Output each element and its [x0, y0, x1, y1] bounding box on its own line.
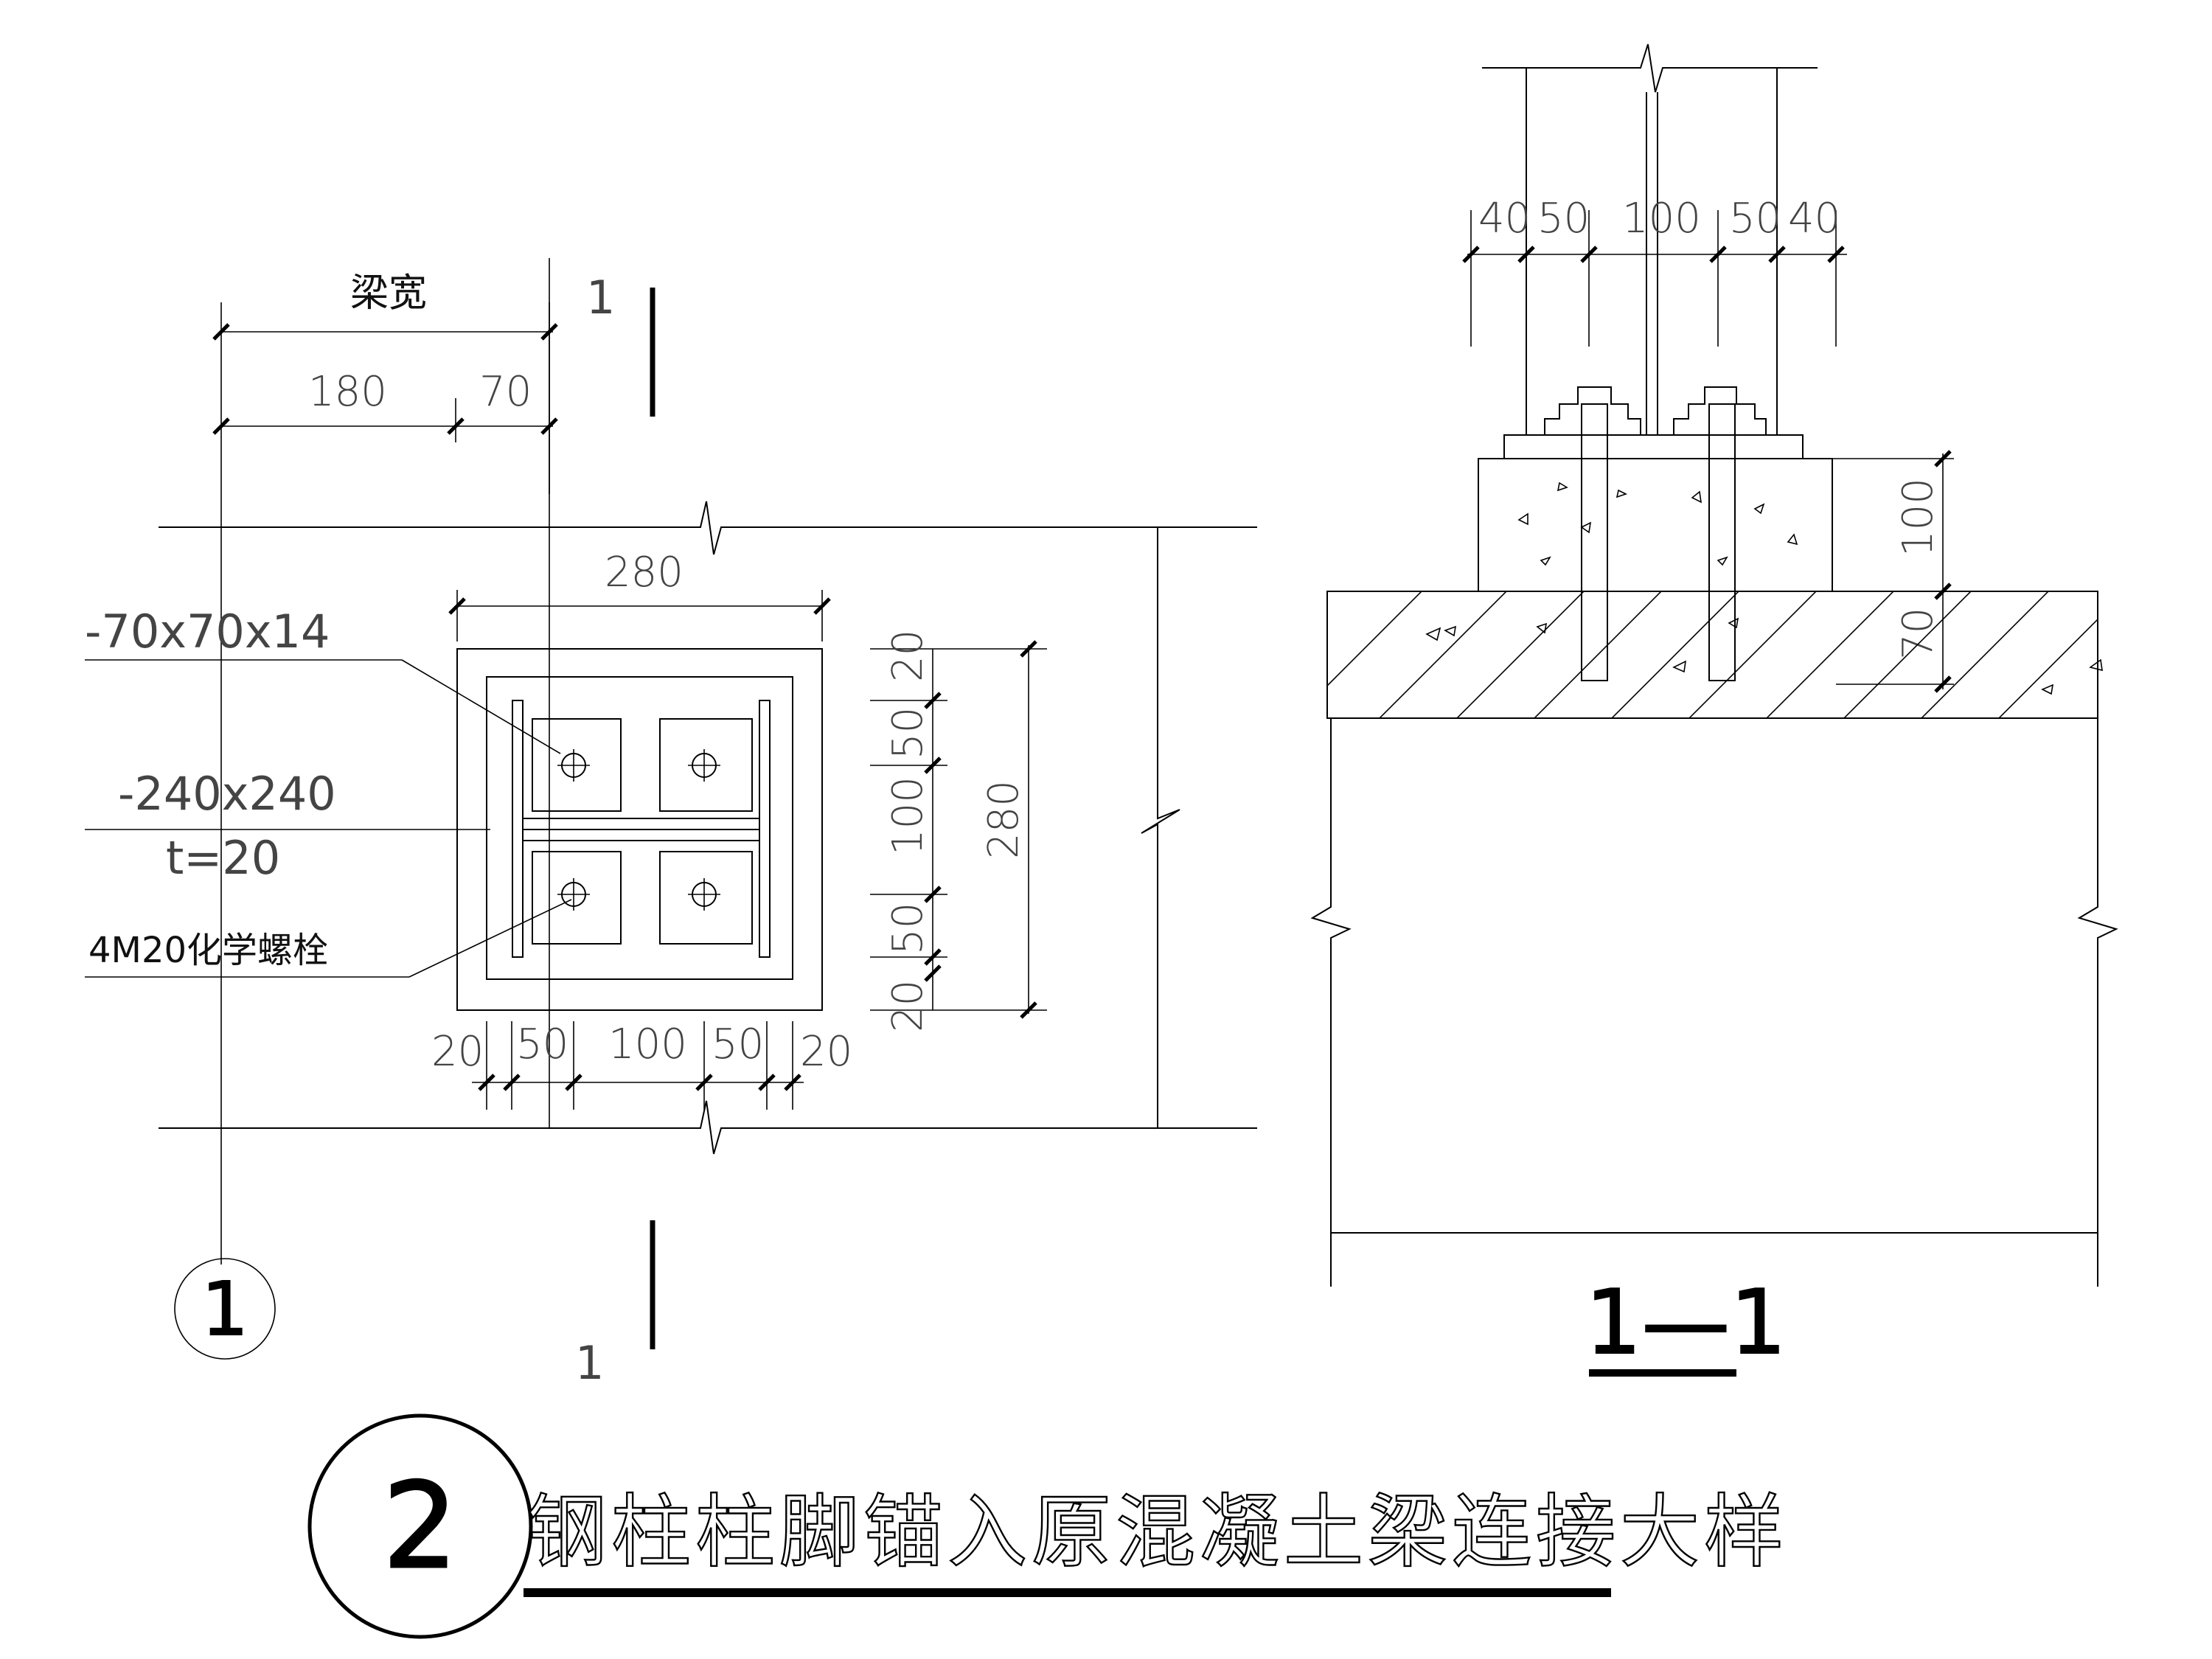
anchor-bolt-right — [1708, 403, 1736, 681]
concrete-slab — [1326, 591, 2103, 719]
detail-number: 2 — [383, 1457, 458, 1595]
sec-dim-grout: 100 — [1894, 478, 1942, 557]
flange-left — [512, 700, 524, 958]
dim-70: 70 — [479, 368, 532, 416]
washer-2 — [659, 718, 753, 812]
flange-right — [759, 700, 771, 958]
dim-right-20b: 20 — [884, 980, 932, 1032]
section-mark-top: 1 — [586, 271, 615, 324]
label-stiffener: -70x70x14 — [85, 605, 330, 658]
base-plate-inner — [486, 676, 793, 980]
sec-dim-40a: 40 — [1478, 195, 1531, 243]
dim-bottom-100: 100 — [608, 1020, 687, 1068]
dim-right-20a: 20 — [884, 630, 932, 682]
dim-right-100: 100 — [884, 776, 932, 855]
sec-dim-50a: 50 — [1537, 195, 1590, 243]
dim-180: 180 — [308, 368, 387, 416]
beam-right-break — [1141, 527, 1180, 1128]
label-bolts: 4M20化学螺栓 — [88, 930, 328, 971]
section-title: 1—1 — [1585, 1272, 1787, 1374]
section-mark-bottom: 1 — [575, 1336, 604, 1390]
plan-view: 1 1 1 — [85, 258, 1257, 1390]
beam-width-label: 梁宽 — [350, 271, 427, 316]
detail-title-block: 2 钢柱柱脚锚入原混凝土梁连接大样 — [307, 1413, 1788, 1639]
dim-bottom-50a: 50 — [516, 1020, 568, 1068]
sec-base-plate — [1503, 434, 1804, 459]
washer-3 — [532, 851, 622, 945]
bolt-holes — [557, 749, 720, 911]
dim-bottom-50b: 50 — [712, 1020, 764, 1068]
beam-right-edge — [2077, 718, 2118, 1287]
dim-right-50a: 50 — [884, 707, 932, 759]
nut-right-stack — [1673, 386, 1767, 435]
sec-dim-50b: 50 — [1729, 195, 1781, 243]
beam-left-edge — [1310, 718, 1352, 1287]
beam-bottom-edge — [159, 1100, 1257, 1155]
column-break-top — [1482, 44, 1818, 93]
beam-top-edge — [159, 501, 1257, 555]
sec-dim-100: 100 — [1622, 195, 1701, 243]
dim-bottom-20b: 20 — [800, 1028, 852, 1076]
detail-title: 钢柱柱脚锚入原混凝土梁连接大样 — [527, 1486, 1788, 1579]
washer-1 — [532, 718, 622, 812]
nut-left-stack — [1544, 386, 1641, 435]
detail-number-circle — [307, 1413, 533, 1639]
dim-bottom-20a: 20 — [431, 1028, 484, 1076]
dim-right-50b: 50 — [884, 902, 932, 955]
sec-dim-embed: 70 — [1894, 608, 1942, 660]
grout-layer — [1478, 458, 1833, 592]
dim-right-280: 280 — [980, 780, 1028, 859]
sec-dim-40b: 40 — [1788, 195, 1840, 243]
washer-4 — [659, 851, 753, 945]
axis-label: 1 — [201, 1266, 248, 1352]
grout-aggregate — [1517, 481, 1798, 566]
anchor-bolt-left — [1581, 403, 1608, 681]
dim-plate-width: 280 — [605, 549, 684, 597]
label-plate: -240x240 — [118, 767, 336, 821]
section-view: 40 50 100 50 40 100 7 — [1310, 44, 2118, 1377]
axis-bubble — [174, 1258, 276, 1360]
label-plate-t: t=20 — [166, 831, 280, 885]
